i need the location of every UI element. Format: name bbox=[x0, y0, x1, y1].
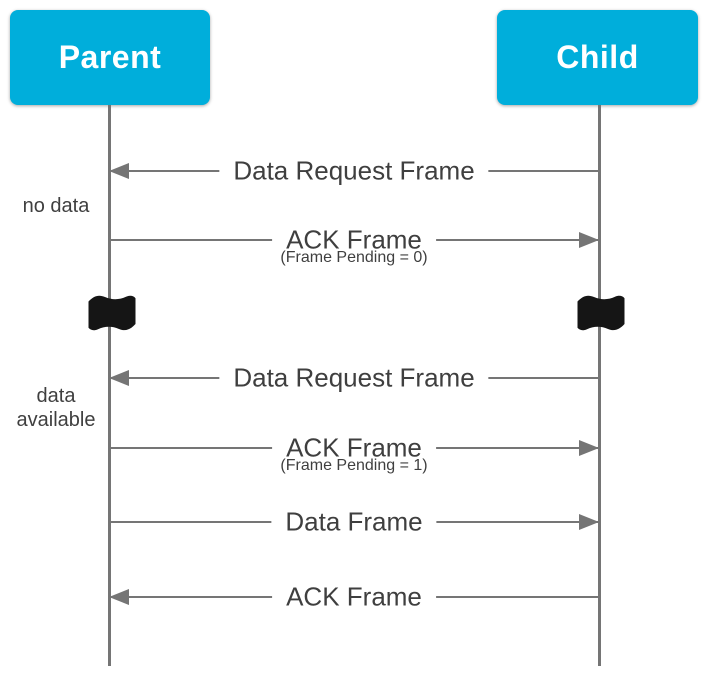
message-label: Data Request Frame bbox=[219, 155, 489, 187]
flag-icon bbox=[87, 294, 137, 332]
arrowhead-left-icon bbox=[109, 589, 129, 605]
annotation-no-data: no data bbox=[22, 195, 90, 217]
message-sublabel: (Frame Pending = 0) bbox=[280, 249, 428, 267]
arrowhead-left-icon bbox=[109, 370, 129, 386]
arrowhead-right-icon bbox=[579, 514, 599, 530]
arrowhead-right-icon bbox=[579, 232, 599, 248]
flag-icon bbox=[576, 294, 626, 332]
message-sublabel: (Frame Pending = 1) bbox=[280, 457, 428, 475]
annotation-data-available: data available bbox=[16, 385, 96, 431]
arrowhead-right-icon bbox=[579, 440, 599, 456]
lifeline-child bbox=[598, 105, 601, 666]
message-label: Data Request Frame bbox=[219, 362, 489, 394]
actor-box-parent: Parent bbox=[10, 10, 210, 105]
message-label: ACK Frame bbox=[272, 581, 436, 613]
message-label: Data Frame bbox=[271, 506, 437, 538]
actor-label-child: Child bbox=[556, 39, 639, 75]
actor-label-parent: Parent bbox=[58, 39, 162, 75]
arrowhead-left-icon bbox=[109, 163, 129, 179]
actor-box-child: Child bbox=[497, 10, 698, 105]
